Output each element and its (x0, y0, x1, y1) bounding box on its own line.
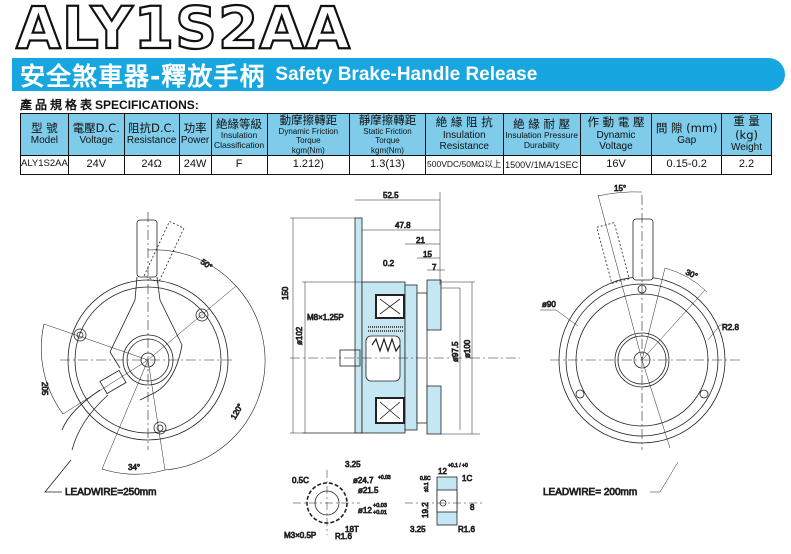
product-banner: 安全煞車器-釋放手柄 Safety Brake-Handle Release (12, 58, 785, 91)
gear-tol-12-b: +0.01 (373, 510, 387, 516)
banner-title-zh: 安全煞車器-釋放手柄 (20, 61, 266, 91)
dim-21: 21 (416, 236, 425, 245)
dim-dia-102: ø102 (295, 326, 304, 345)
gear-detail: 3.25 0.5C ø24.7 +0.03 ø21.5 ø12 +0.03 +0… (284, 460, 392, 542)
heading-en: SPECIFICATIONS: (95, 98, 199, 112)
hub-dim-3-25: 3.25 (410, 525, 426, 534)
hub-tol-19-2: ±0.1 (424, 482, 430, 492)
model-title: ALY1S2AA (15, 0, 352, 63)
table-row: ALY1S2AA 24V 24Ω 24W F 1.212) 1.3(13) 50… (20, 154, 772, 175)
col-gap: 間 隙 (mm)Gap (651, 113, 723, 156)
leadwire-label-left: LEADWIRE=250mm (65, 487, 156, 498)
cell-insulation-pressure: 1500V/1MA/1SEC (502, 154, 581, 175)
side-section-view: 52.5 47.8 21 15 7 0.2 150 M8×1.25P ø102 … (281, 191, 520, 435)
thread-m8: M8×1.25P (307, 313, 344, 322)
dim-15: 15 (423, 250, 432, 259)
gear-tol-12-a: +0.03 (373, 503, 387, 509)
bolt-hole (153, 421, 167, 435)
angle-205: 205 (40, 382, 49, 396)
angle-15: 15° (614, 184, 626, 193)
gear-dim-3-25: 3.25 (345, 460, 361, 469)
dim-150: 150 (281, 286, 290, 300)
gear-teeth: 18T (345, 525, 359, 534)
dim-dia-90: ø90 (542, 300, 556, 309)
dim-52-5: 52.5 (383, 191, 399, 200)
cell-static-torque: 1.3(13) (349, 154, 426, 175)
cell-resistance: 24Ω (123, 154, 180, 175)
front-view-left: 50° 205 120° 34° LEADWIRE=250mm (40, 212, 266, 498)
hub-dim-8: 8 (470, 503, 475, 512)
angle-120: 120° (229, 402, 245, 421)
dim-7: 7 (432, 263, 437, 272)
col-resistance: 阻抗D.C.Resistance (123, 113, 180, 156)
cell-voltage: 24V (67, 154, 125, 175)
cell-weight: 2.2 (721, 154, 772, 175)
dim-dia-100: ø100 (463, 339, 472, 358)
rear-view-right: 15° 30° ø90 R2.8 LEADWIRE= 200mm (540, 184, 740, 498)
gear-dia-12: ø12 (358, 506, 372, 515)
dim-r2-8: R2.8 (722, 323, 739, 332)
dim-47-8: 47.8 (395, 221, 411, 230)
bolt-hole (195, 308, 209, 322)
angle-50: 50° (199, 257, 214, 271)
banner-title-en: Safety Brake-Handle Release (275, 63, 538, 85)
dim-dia-97-5: ø97.5 (451, 341, 460, 362)
cell-dynamic-voltage: 16V (579, 154, 653, 175)
specifications-heading: 產品規格表SPECIFICATIONS: (20, 96, 199, 113)
col-voltage: 電壓D.C.Voltage (67, 113, 125, 156)
gear-dia-24-7: ø24.7 (353, 476, 374, 485)
gear-dia-21-5: ø21.5 (358, 486, 379, 495)
hub-chamfer: 0.5C (420, 476, 431, 482)
bolt-hole (73, 328, 87, 342)
gear-radius: R1.6 (335, 532, 352, 541)
gear-chamfer: 0.5C (292, 476, 309, 485)
heading-zh: 產品規格表 (20, 98, 96, 112)
hub-detail: 0.5C 12 +0.1 / +0 1C 19.2 ±0.1 8 3.25 R1… (405, 463, 485, 534)
cell-gap: 0.15-0.2 (651, 154, 723, 175)
angle-34: 34° (128, 463, 140, 472)
hub-radius: R1.6 (458, 525, 475, 534)
hub-chamfer-1c: 1C (462, 474, 472, 483)
hub-width-12: 12 (438, 467, 447, 476)
gear-thread-m3: M3×0.5P (284, 531, 316, 540)
dim-0-2: 0.2 (383, 259, 395, 268)
leadwire-label-right: LEADWIRE= 200mm (543, 487, 637, 498)
hub-tol-12: +0.1 / +0 (448, 463, 468, 469)
cell-insulation-class: F (210, 154, 268, 175)
angle-30: 30° (684, 268, 699, 281)
gear-tol-24-7: +0.03 (378, 475, 391, 481)
hub-height-19-2: 19.2 (421, 502, 430, 518)
